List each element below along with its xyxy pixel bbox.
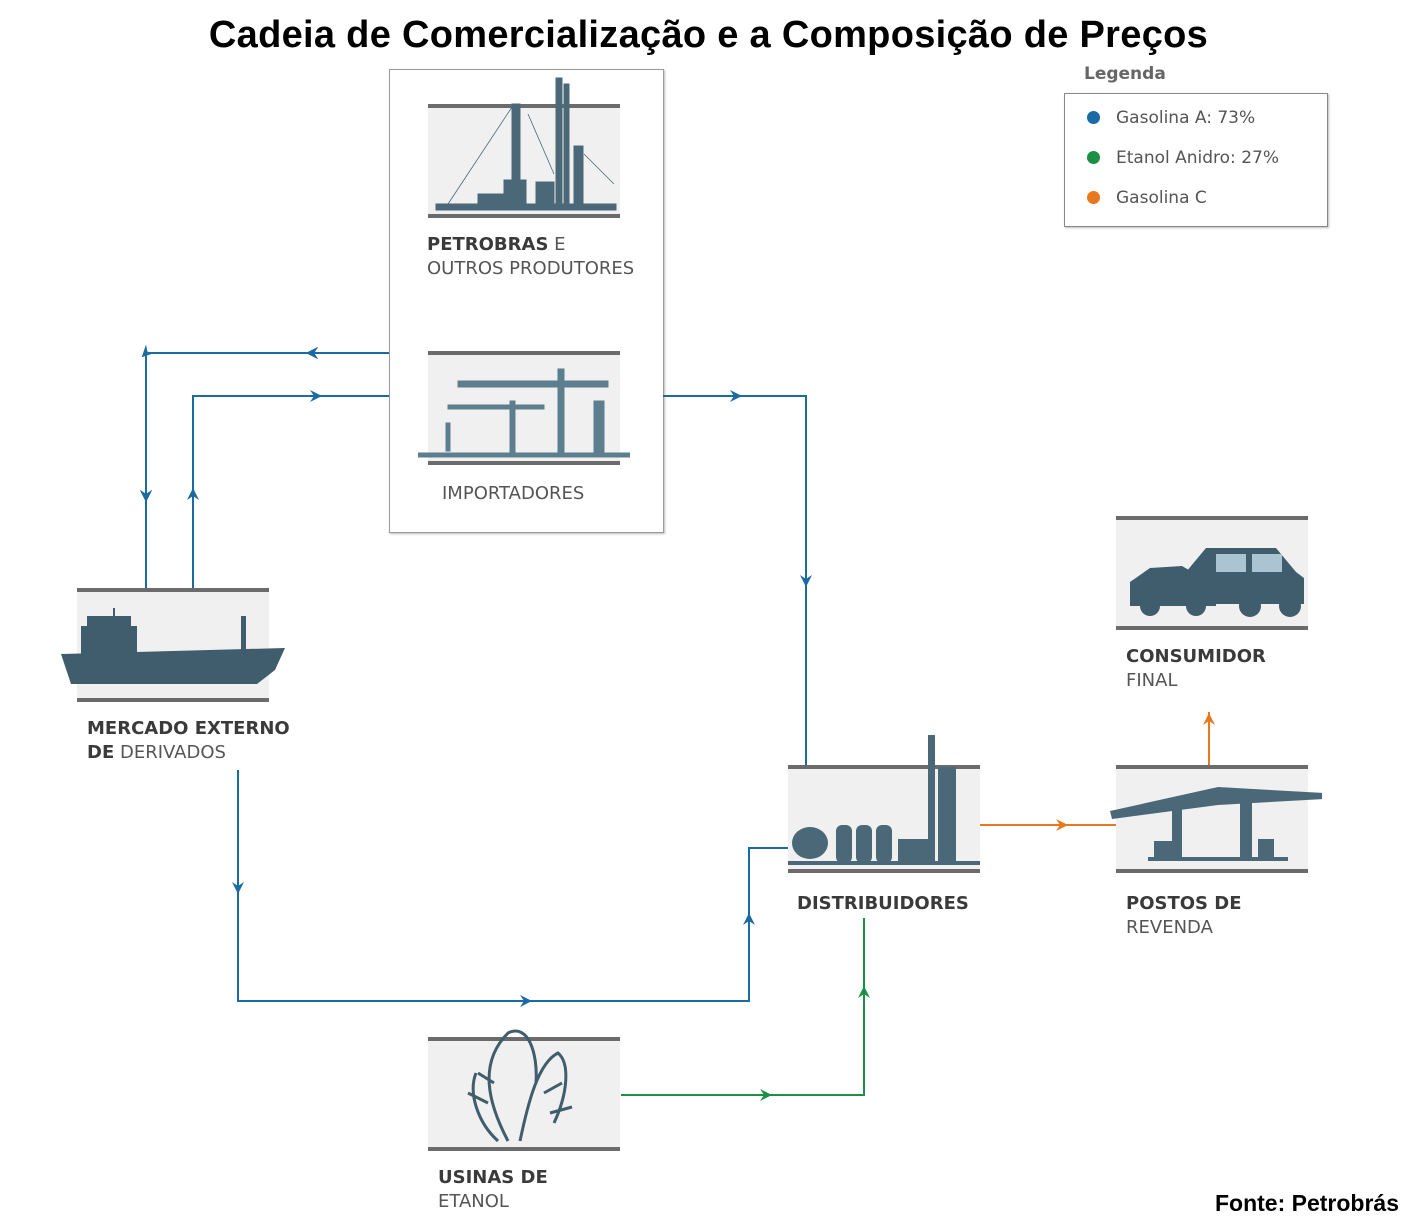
tanker-ship-icon [61,608,285,684]
cars-icon [1130,548,1304,617]
legend-item-gasolina-c: Gasolina C [1087,188,1207,208]
green-dot-icon [1087,151,1100,164]
label-distribuidores: DISTRIBUIDORES [797,893,969,914]
node-postos [1110,765,1322,877]
node-consumidor [1116,516,1308,634]
node-distribuidores [788,735,980,877]
blue-dot-icon [1087,111,1100,124]
flow-mercado-externo-to-distribuidores [237,770,788,1002]
legend-label: Gasolina A: 73% [1116,108,1256,128]
flow-gasolina-a-to-distribuidores [663,395,807,765]
flow-gasolina-a-to-mercado-externo [146,353,389,588]
node-petrobras [428,77,620,222]
legend-item-gasolina-a: Gasolina A: 73% [1087,108,1255,128]
producers-group [389,69,664,533]
legend-title: Legenda [1084,64,1166,84]
legend-label: Gasolina C [1116,188,1207,208]
node-mercado-externo [61,588,285,706]
legend: Gasolina A: 73% Etanol Anidro: 27% Gasol… [1064,93,1328,227]
legend-item-etanol-anidro: Etanol Anidro: 27% [1087,148,1279,168]
diagram-title: Cadeia de Comercialização e a Composição… [208,14,1209,56]
sugarcane-icon [467,1029,573,1143]
gas-station-icon [1110,787,1322,861]
port-crane-icon [418,368,630,458]
legend-label: Etanol Anidro: 27% [1116,148,1279,168]
refinery-icon [435,77,617,211]
distribution-terminal-icon [788,735,980,865]
orange-dot-icon [1087,191,1100,204]
node-importadores [418,351,630,469]
flow-gasolina-a-to-producers [192,395,389,588]
label-importadores: IMPORTADORES [442,483,585,504]
flow-etanol-anidro-to-distribuidores [621,918,865,1096]
source-note: Fonte: Petrobrás [1214,1190,1399,1216]
node-usinas [428,1029,620,1155]
